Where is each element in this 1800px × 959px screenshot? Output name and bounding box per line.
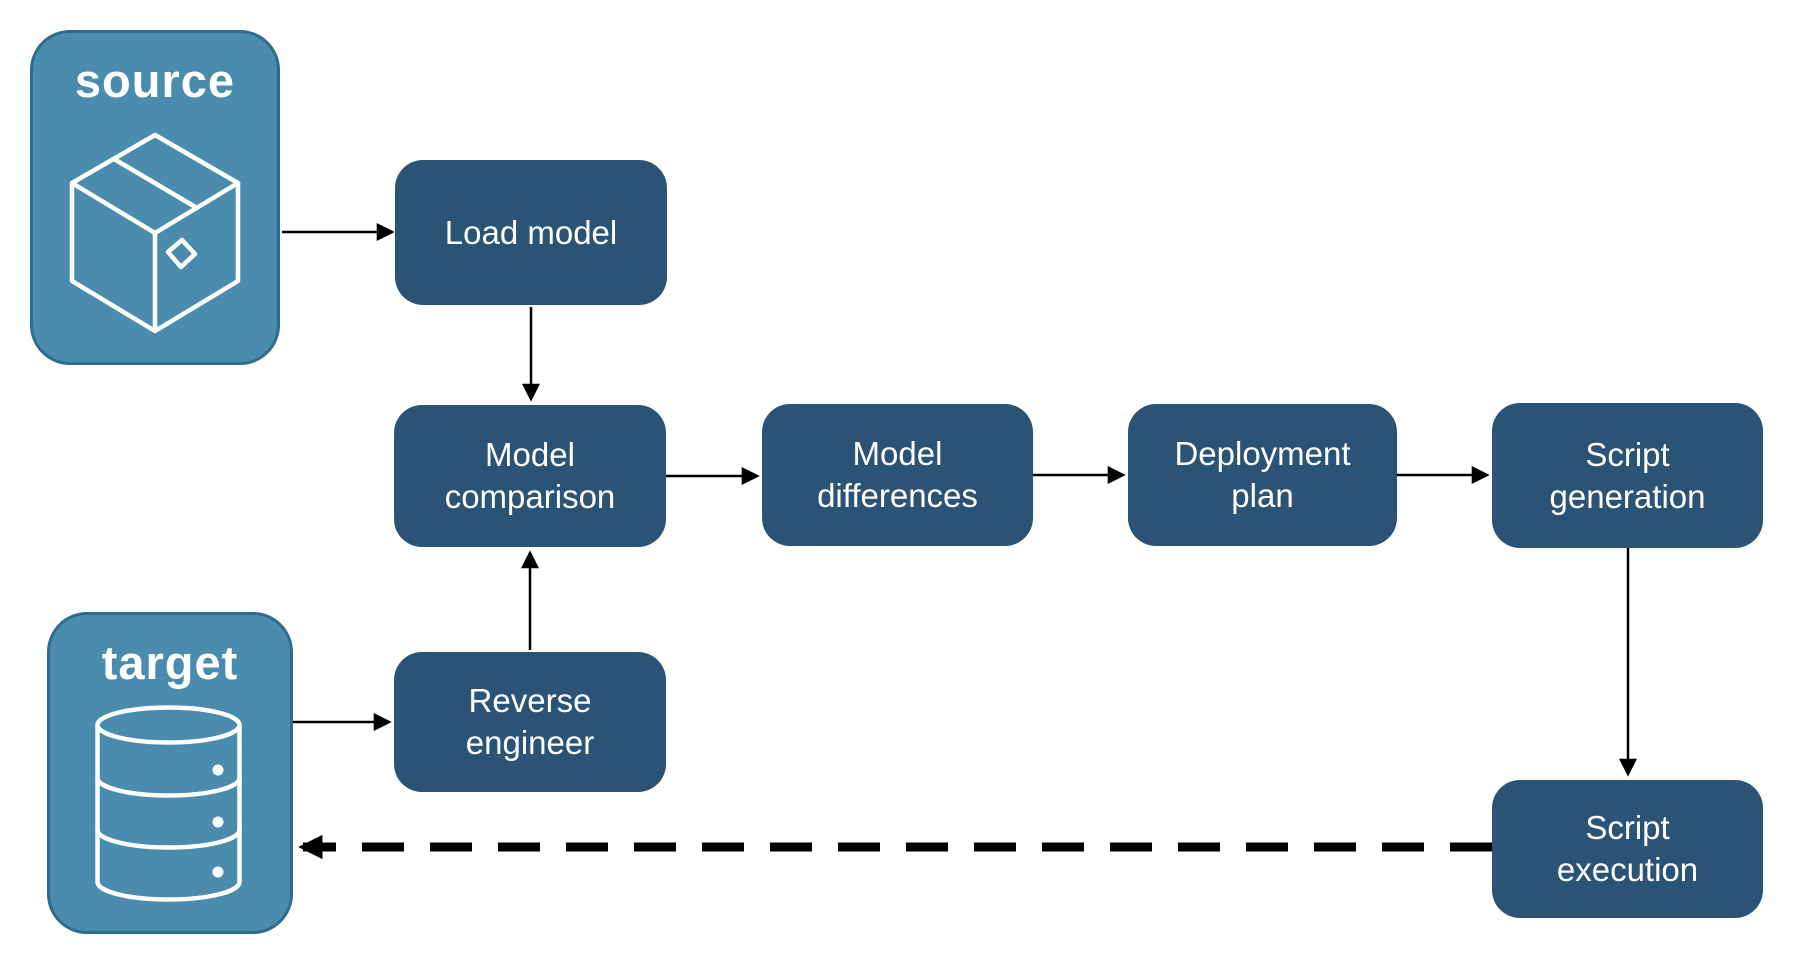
source-label: source <box>74 54 236 107</box>
node-load-model: Load model <box>395 160 667 305</box>
node-model-differences: Model differences <box>762 404 1033 546</box>
target-label: target <box>101 636 239 689</box>
node-model-comparison-label: Model comparison <box>444 436 616 515</box>
node-reverse-engineer-label: Reverse engineer <box>465 682 595 761</box>
target-group: target <box>47 612 293 934</box>
node-script-generation-label: Script generation <box>1549 435 1706 515</box>
source-group: source <box>30 30 280 365</box>
package-icon <box>69 132 241 334</box>
node-deployment-plan-label: Deployment plan <box>1174 435 1351 514</box>
node-model-differences-label: Model differences <box>817 435 978 514</box>
node-script-execution-label: Script execution <box>1556 809 1699 888</box>
node-script-generation: Script generation <box>1492 403 1763 548</box>
node-script-execution: Script execution <box>1492 780 1763 918</box>
node-model-comparison: Model comparison <box>394 405 666 547</box>
node-load-model-label: Load model <box>444 213 618 251</box>
database-icon <box>95 705 242 902</box>
node-reverse-engineer: Reverse engineer <box>394 652 666 792</box>
node-deployment-plan: Deployment plan <box>1128 404 1397 546</box>
